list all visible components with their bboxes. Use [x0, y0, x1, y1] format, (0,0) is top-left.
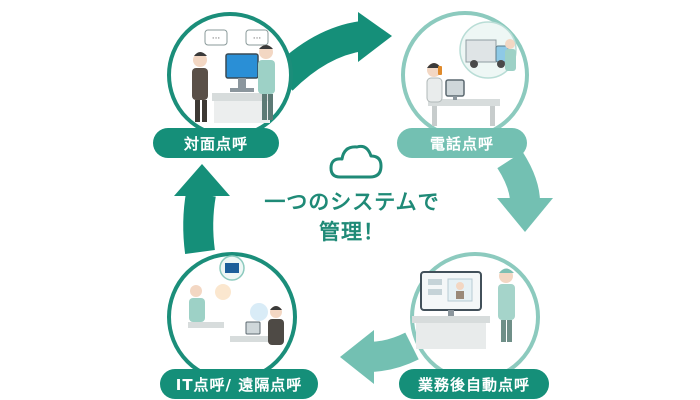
arrow-head-left [174, 164, 230, 196]
cloud-icon [329, 144, 383, 179]
face-to-face-rollcall-illustration: ··· ··· [167, 12, 293, 138]
cycle-ring [174, 12, 553, 384]
svg-text:···: ··· [253, 34, 262, 44]
stage-label-automated: 業務後自動点呼 [399, 369, 549, 399]
stage-label-phone: 電話点呼 [397, 128, 527, 158]
automated-rollcall-illustration [410, 252, 540, 382]
arrow-head-top [358, 12, 392, 62]
arrow-arc-left [183, 191, 216, 254]
center-message-line2: 管理！ [319, 220, 385, 244]
stage-label-remote-it: IT点呼/ 遠隔点呼 [160, 369, 318, 399]
svg-text:···: ··· [212, 34, 221, 44]
center-message: 一つのシステムで 管理！ [232, 187, 472, 247]
arrow-head-bottom [340, 330, 374, 384]
arrow-head-right [497, 198, 553, 232]
stage-label-face-to-face: 対面点呼 [153, 128, 279, 158]
phone-rollcall-illustration [401, 11, 529, 139]
arrow-arc-bottom [367, 332, 419, 372]
arrow-arc-top [271, 21, 365, 91]
remote-it-rollcall-illustration [167, 252, 297, 382]
center-message-line1: 一つのシステムで [264, 190, 440, 214]
